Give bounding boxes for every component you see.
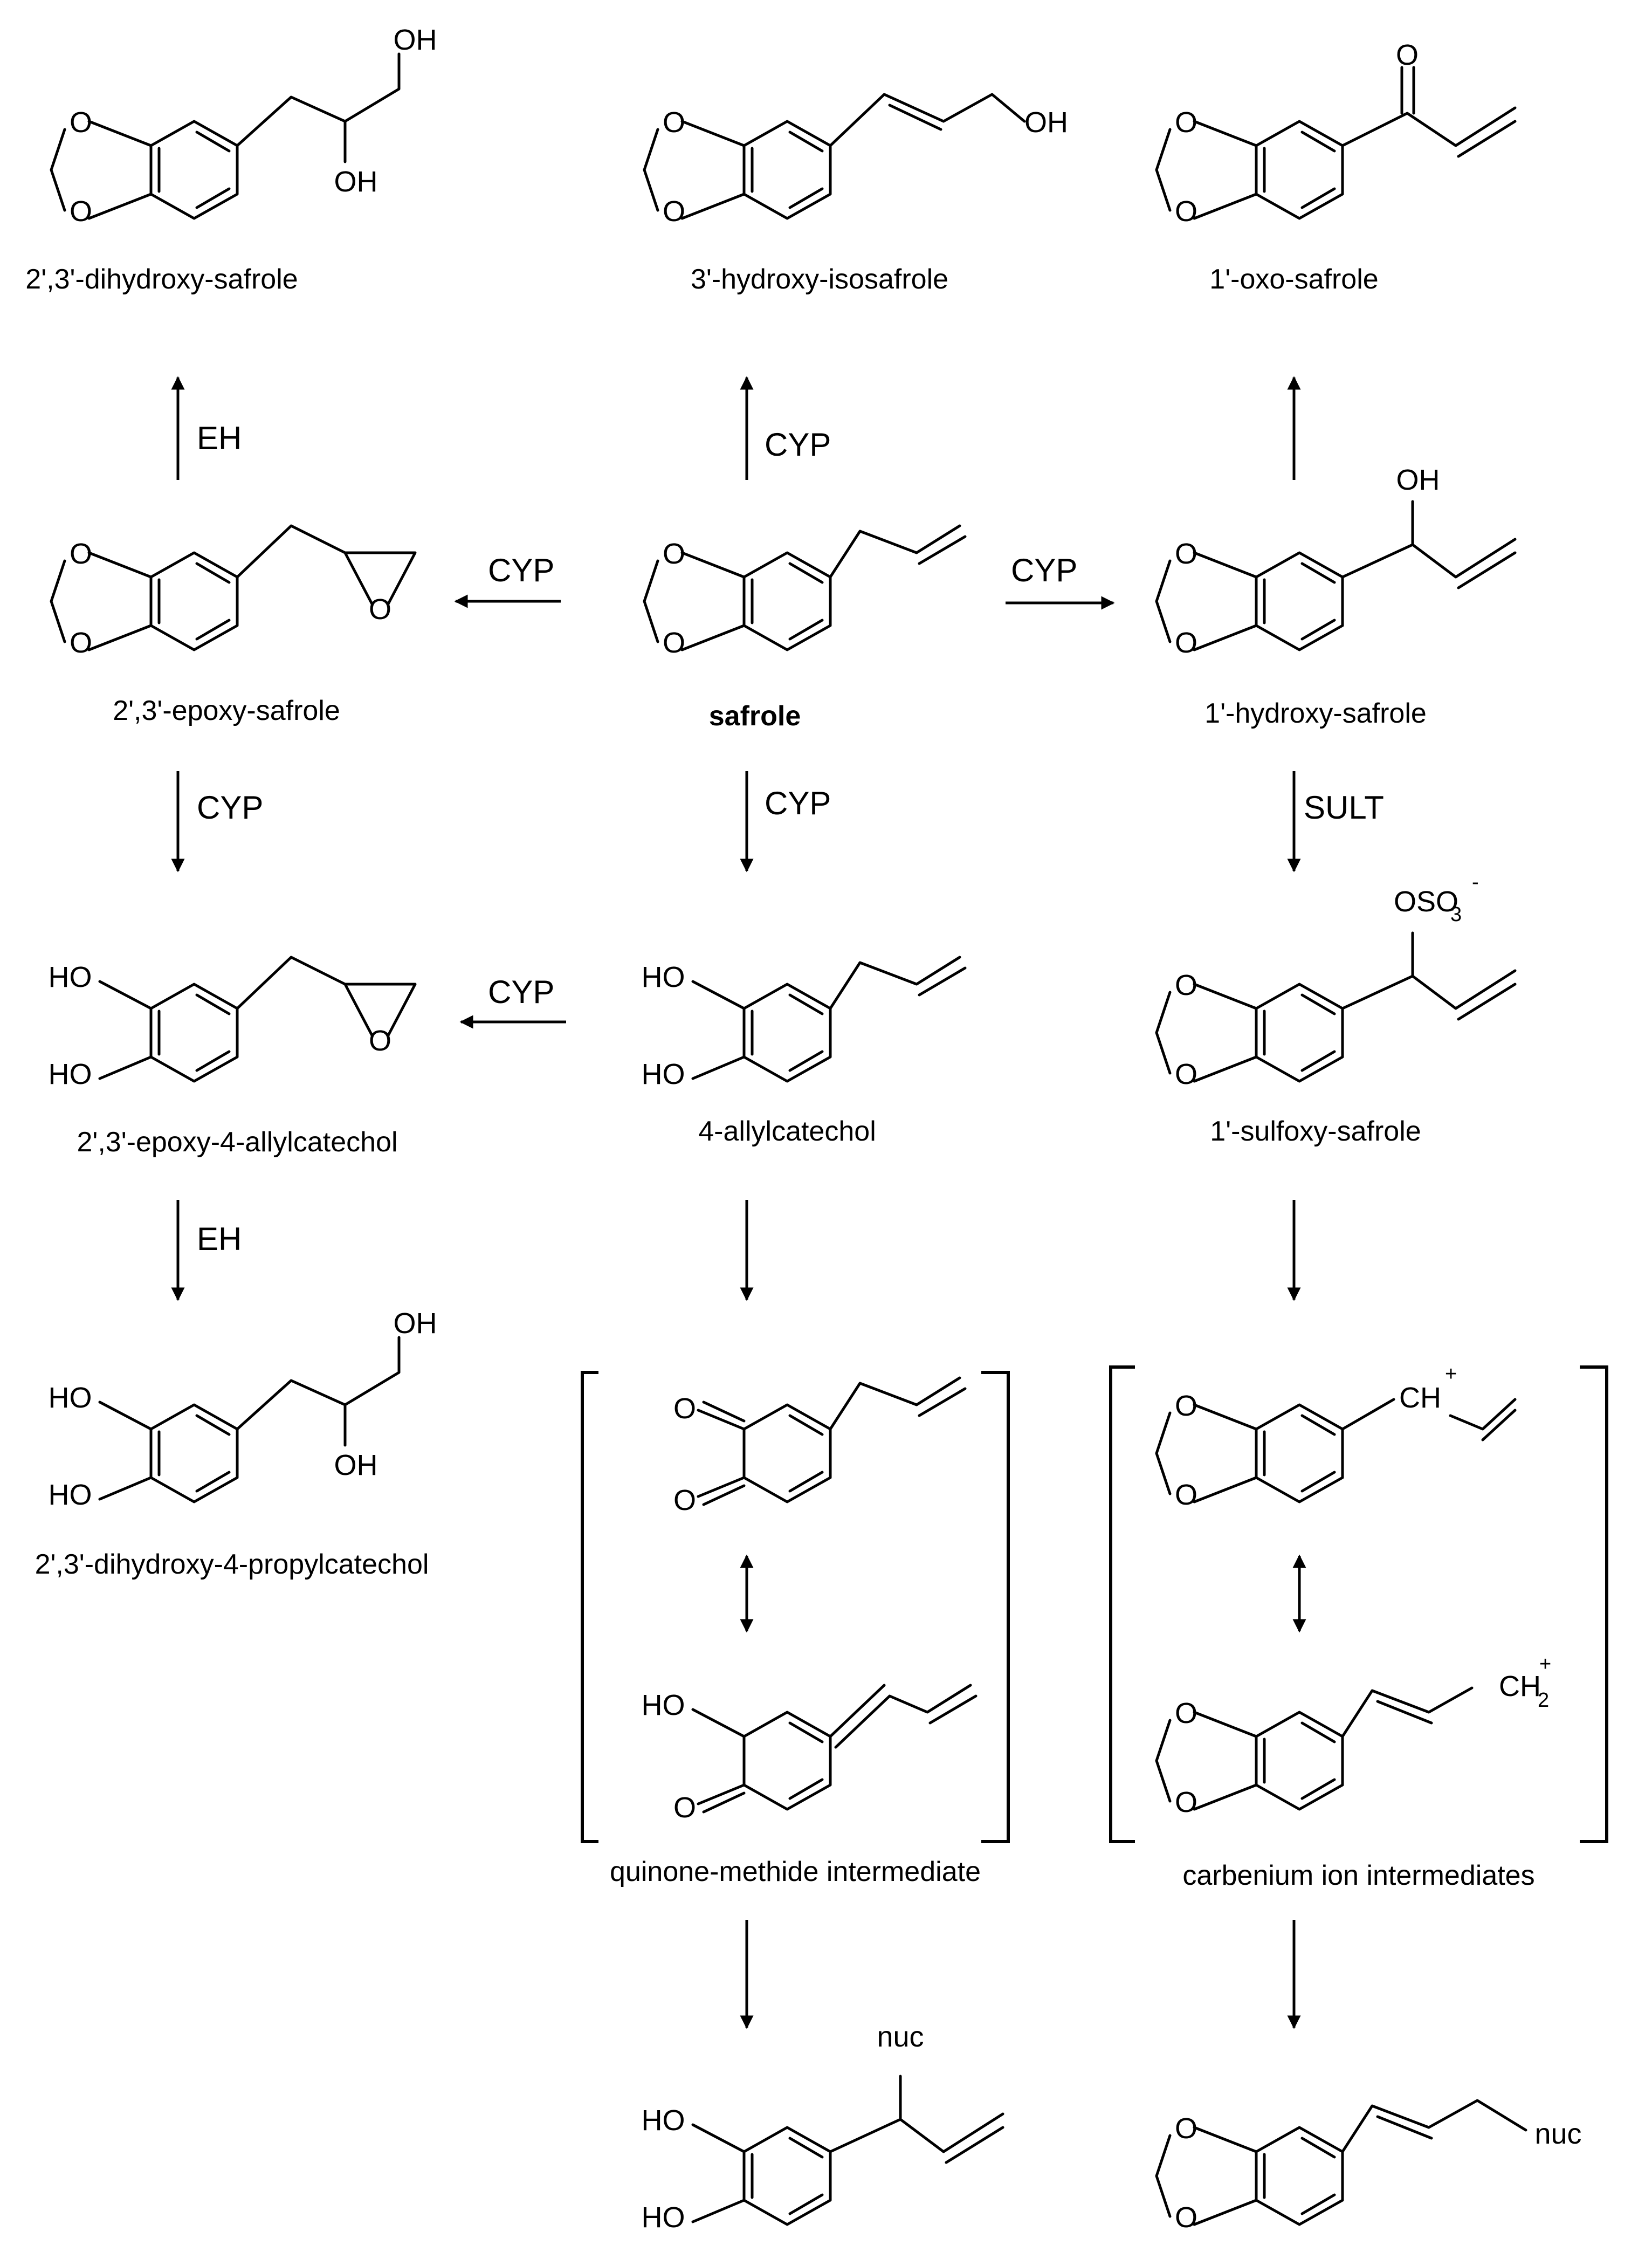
compound-label-dihydroxy-propylcatechol: 2',3'-dihydroxy-4-propylcatechol xyxy=(35,1549,429,1580)
atom-o: O xyxy=(1175,106,1197,139)
compound-label-epoxy-allylcatechol: 2',3'-epoxy-4-allylcatechol xyxy=(77,1127,397,1158)
charge-plus: + xyxy=(1539,1653,1551,1676)
atom-oh: OH xyxy=(394,24,437,56)
atom-ho: HO xyxy=(49,1479,92,1511)
atom-oh: OH xyxy=(1024,106,1068,139)
molecule-quinone-methide: HO O xyxy=(642,1684,978,1824)
atom-o: O xyxy=(1396,39,1419,71)
atom-o: O xyxy=(369,593,391,626)
atom-o: O xyxy=(1175,1479,1197,1511)
molecule-safrole-nuc-adduct: O O nuc xyxy=(1155,2099,1582,2234)
enzyme-cyp: CYP xyxy=(765,785,831,821)
enzyme-cyp: CYP xyxy=(1011,552,1077,588)
atom-o: O xyxy=(663,627,685,659)
enzyme-cyp: CYP xyxy=(765,427,831,463)
compound-label-sulfoxy-safrole: 1'-sulfoxy-safrole xyxy=(1210,1116,1421,1147)
compound-label-hydroxy-safrole: 1'-hydroxy-safrole xyxy=(1204,698,1427,729)
atom-ho: HO xyxy=(642,961,685,993)
molecule-carbenium-1: O O CH + xyxy=(1155,1363,1517,1511)
atom-ho: HO xyxy=(642,2201,685,2234)
atom-oh: OH xyxy=(1396,464,1440,496)
compound-label-hydroxy-isosafrole: 3'-hydroxy-isosafrole xyxy=(691,264,948,295)
molecule-hydroxy-isosafrole: O O OH xyxy=(643,93,1068,228)
enzyme-cyp: CYP xyxy=(488,552,554,588)
atom-o: O xyxy=(1175,1786,1197,1818)
enzyme-cyp: CYP xyxy=(197,789,263,826)
bracket-left-quinone xyxy=(581,1371,598,1843)
atom-ho: HO xyxy=(49,961,92,993)
atom-o: O xyxy=(1175,195,1197,228)
atom-o: O xyxy=(1175,969,1197,1001)
compound-label-quinone-methide: quinone-methide intermediate xyxy=(610,1856,981,1887)
compound-label-safrole: safrole xyxy=(709,701,801,732)
molecule-epoxy-allylcatechol: HO HO O xyxy=(49,956,417,1090)
atom-o: O xyxy=(70,627,92,659)
compound-label-oxo-safrole: 1'-oxo-safrole xyxy=(1209,264,1378,295)
enzyme-eh: EH xyxy=(197,1221,242,1257)
molecule-dihydroxy-safrole: O O OH OH xyxy=(50,24,437,228)
atom-o: O xyxy=(1175,1058,1197,1090)
molecule-dihydroxy-propylcatechol: HO HO OH OH xyxy=(49,1307,437,1511)
atom-oh: OH xyxy=(334,1449,378,1481)
atom-ho: HO xyxy=(642,1689,685,1721)
enzyme-eh: EH xyxy=(197,420,242,456)
atom-ch: CH xyxy=(1399,1382,1441,1414)
atom-ch: CH xyxy=(1499,1670,1541,1702)
compound-label-dihydroxy-safrole: 2',3'-dihydroxy-safrole xyxy=(25,264,298,295)
atom-o: O xyxy=(673,1392,696,1425)
bracket-right-carbenium xyxy=(1580,1365,1608,1843)
atom-oh: OH xyxy=(334,166,378,198)
atom-o: O xyxy=(673,1791,696,1824)
compound-label-allylcatechol: 4-allylcatechol xyxy=(698,1116,876,1147)
atom-o: O xyxy=(369,1025,391,1057)
atom-o: O xyxy=(70,195,92,228)
molecule-hydroxy-safrole: O O OH xyxy=(1155,464,1517,659)
atom-o: O xyxy=(663,195,685,228)
atom-o: O xyxy=(663,106,685,139)
molecule-oxo-safrole: O O O xyxy=(1155,39,1517,228)
enzyme-cyp: CYP xyxy=(488,974,554,1010)
molecule-safrole: O O xyxy=(643,524,967,659)
atom-o: O xyxy=(673,1484,696,1516)
atom-o: O xyxy=(1175,627,1197,659)
compound-label-epoxy-safrole: 2',3'-epoxy-safrole xyxy=(113,695,340,726)
enzyme-sult: SULT xyxy=(1304,789,1384,826)
subscript-3: 3 xyxy=(1450,903,1462,926)
atom-oso: OSO xyxy=(1394,885,1458,918)
atom-o: O xyxy=(1175,1390,1197,1422)
charge-plus: + xyxy=(1445,1363,1457,1385)
molecule-catechol-nuc-adduct: HO HO nuc xyxy=(642,2021,1004,2234)
atom-ho: HO xyxy=(49,1058,92,1090)
atom-o: O xyxy=(663,538,685,570)
bracket-right-quinone xyxy=(981,1371,1010,1843)
molecule-carbenium-2: O O CH 2 + xyxy=(1155,1653,1551,1818)
atom-o: O xyxy=(70,106,92,139)
atom-nuc: nuc xyxy=(877,2021,924,2053)
bracket-left-carbenium xyxy=(1109,1365,1135,1843)
atom-ho: HO xyxy=(642,2104,685,2137)
atom-o: O xyxy=(70,538,92,570)
atom-ho: HO xyxy=(642,1058,685,1090)
atom-o: O xyxy=(1175,1697,1197,1729)
charge-minus: - xyxy=(1472,871,1479,894)
atom-nuc: nuc xyxy=(1534,2118,1581,2150)
atom-o: O xyxy=(1175,538,1197,570)
molecule-sulfoxy-safrole: O O OSO 3 - xyxy=(1155,871,1517,1090)
molecule-ortho-quinone: O O xyxy=(673,1376,967,1516)
atom-o: O xyxy=(1175,2112,1197,2145)
compound-label-carbenium: carbenium ion intermediates xyxy=(1182,1860,1534,1891)
molecule-epoxy-safrole: O O O xyxy=(50,524,417,659)
atom-o: O xyxy=(1175,2201,1197,2234)
atom-oh: OH xyxy=(394,1307,437,1340)
molecule-allylcatechol: HO HO xyxy=(642,956,967,1090)
subscript-2: 2 xyxy=(1538,1689,1549,1712)
atom-ho: HO xyxy=(49,1382,92,1414)
